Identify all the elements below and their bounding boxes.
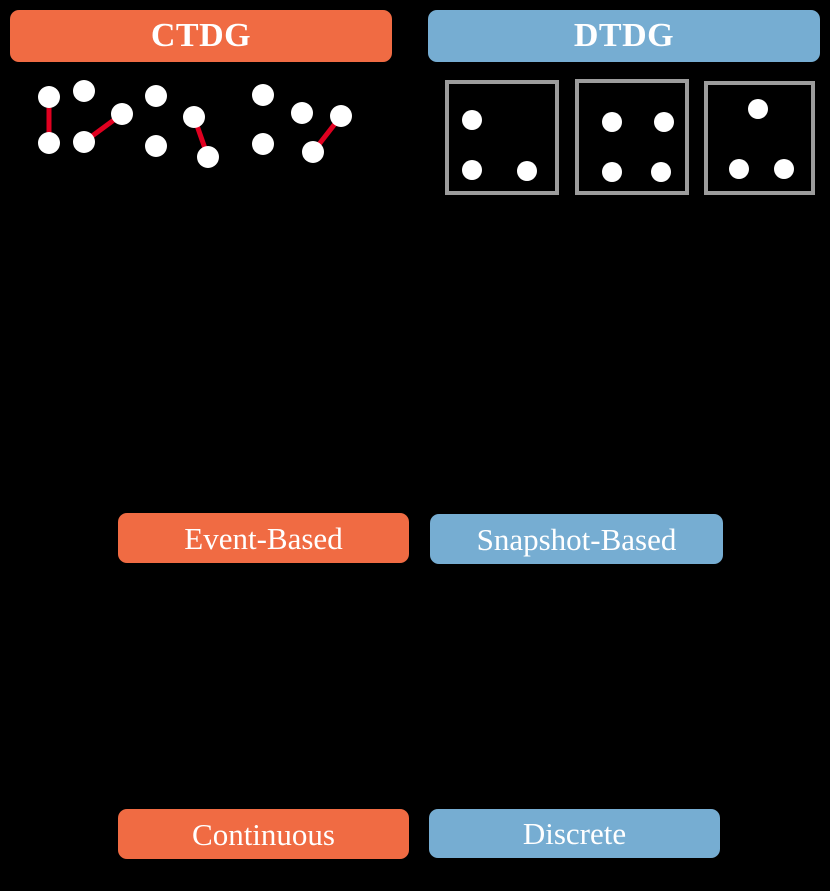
dtdg-node (602, 112, 622, 132)
dtdg-node (462, 110, 482, 130)
ctdg-node (302, 141, 324, 163)
label-text-continuous: Continuous (192, 816, 335, 852)
header-label-dtdg: DTDG (573, 17, 675, 54)
dtdg-node (654, 112, 674, 132)
header-pill-ctdg: CTDG (10, 10, 392, 62)
ctdg-node (183, 106, 205, 128)
ctdg-node (197, 146, 219, 168)
dtdg-snapshot-box (704, 81, 815, 195)
dtdg-node (462, 160, 482, 180)
label-text-discrete: Discrete (522, 816, 627, 851)
header-label-ctdg: CTDG (150, 17, 252, 54)
label-text-event-based: Event-Based (184, 520, 343, 556)
ctdg-node (38, 132, 60, 154)
label-text-snapshot-based: Snapshot-Based (476, 521, 677, 557)
ctdg-node (145, 85, 167, 107)
ctdg-node (73, 131, 95, 153)
label-pill-discrete: Discrete (429, 809, 720, 858)
header-pill-dtdg: DTDG (428, 10, 820, 62)
label-pill-snapshot-based: Snapshot-Based (430, 514, 723, 564)
dtdg-node (517, 161, 537, 181)
dtdg-node (748, 99, 768, 119)
ctdg-node (73, 80, 95, 102)
ctdg-node (291, 102, 313, 124)
ctdg-node (252, 133, 274, 155)
label-pill-event-based: Event-Based (118, 513, 409, 563)
ctdg-node (145, 135, 167, 157)
label-pill-continuous: Continuous (118, 809, 409, 859)
dtdg-node (774, 159, 794, 179)
ctdg-node (111, 103, 133, 125)
dtdg-node (729, 159, 749, 179)
ctdg-node (38, 86, 60, 108)
ctdg-edge-layer (46, 97, 343, 158)
ctdg-graph-illustration (0, 66, 420, 196)
dtdg-node (602, 162, 622, 182)
dtdg-snapshot-illustration (420, 66, 830, 206)
ctdg-node (252, 84, 274, 106)
dtdg-node (651, 162, 671, 182)
ctdg-node (330, 105, 352, 127)
dtdg-snapshot-box (445, 80, 559, 195)
dtdg-snapshot-box (575, 79, 689, 195)
